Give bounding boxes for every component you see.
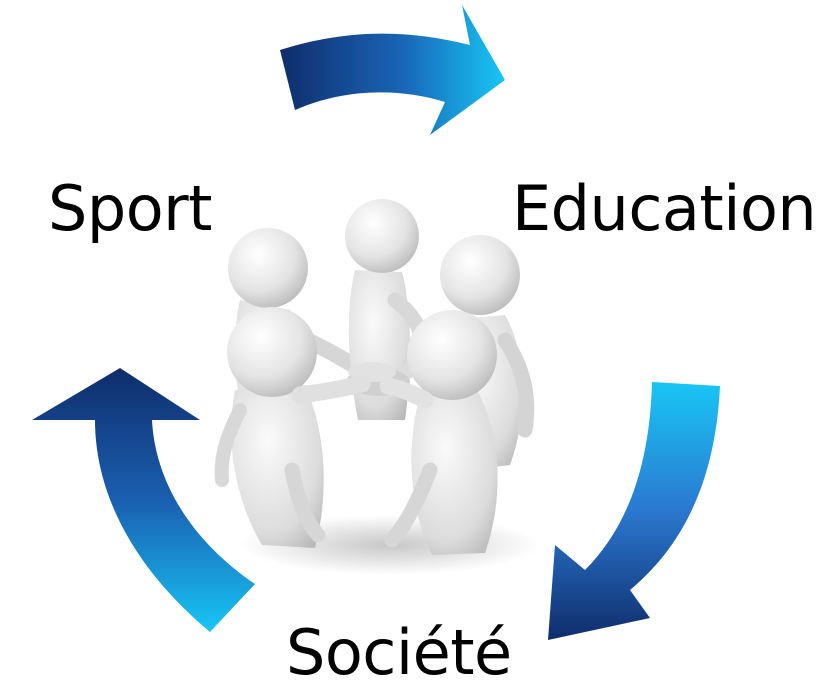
figure-front-right xyxy=(379,310,498,555)
node-label-education: Education xyxy=(512,172,817,245)
figure-front-left xyxy=(214,307,371,548)
node-label-societe: Société xyxy=(286,616,512,689)
cycle-arrow-up xyxy=(32,368,255,632)
cycle-arrow-right xyxy=(280,5,505,135)
cycle-arrow-down-left xyxy=(548,382,720,640)
node-label-sport: Sport xyxy=(48,172,212,245)
team-huddle-figures-icon xyxy=(214,199,540,575)
